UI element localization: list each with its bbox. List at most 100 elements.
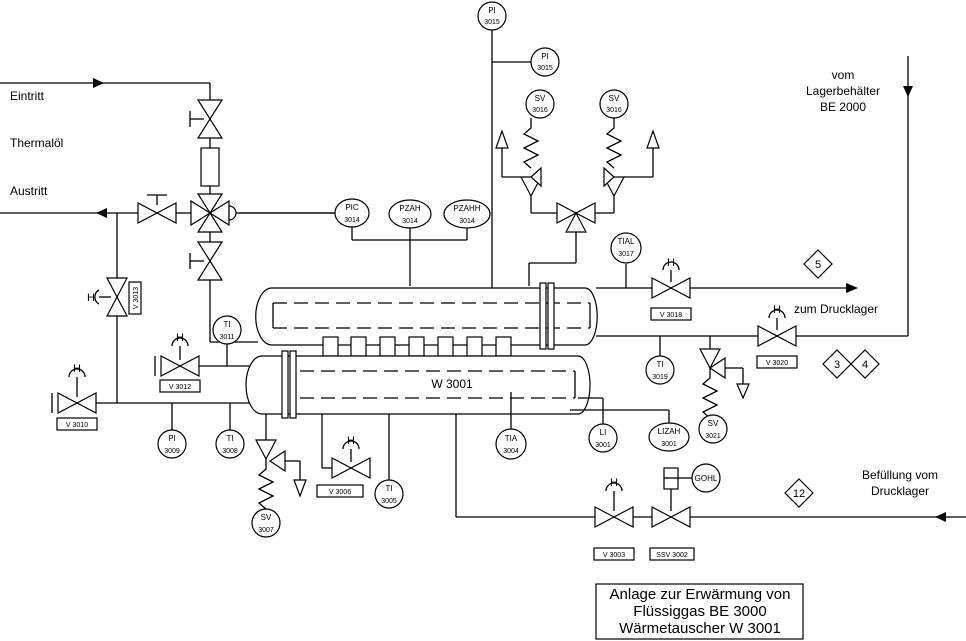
svg-text:GOHL: GOHL <box>695 474 718 483</box>
label-thermaloel: Thermalöl <box>10 136 63 150</box>
instrument-sv-3021: SV 3021 <box>698 414 728 444</box>
svg-text:PZAH: PZAH <box>399 204 421 213</box>
label-zum-drucklager: zum Drucklager <box>794 302 878 316</box>
svg-text:TIAL: TIAL <box>618 237 635 246</box>
svg-text:SSV 3002: SSV 3002 <box>656 552 688 559</box>
svg-text:H: H <box>773 304 781 316</box>
instrument-li-3001: LI 3001 <box>588 423 618 453</box>
connecting-nozzles <box>322 336 512 357</box>
control-valve-3way[interactable] <box>190 193 237 233</box>
svg-text:3001: 3001 <box>595 442 611 449</box>
svg-text:V 3013: V 3013 <box>133 287 140 309</box>
svg-text:BE 2000: BE 2000 <box>820 100 866 114</box>
svg-text:TIA: TIA <box>505 434 518 443</box>
instrument-gohl: GOHL <box>691 463 721 493</box>
svg-text:H: H <box>667 257 675 269</box>
svg-text:3008: 3008 <box>222 448 238 455</box>
valve-sv-changeover[interactable] <box>556 202 596 233</box>
safety-valve-right[interactable] <box>603 118 625 198</box>
svg-text:PI: PI <box>168 434 176 443</box>
safety-valve-3007[interactable] <box>255 439 286 510</box>
exchanger-label: W 3001 <box>431 377 473 391</box>
svg-text:3016: 3016 <box>532 107 548 114</box>
svg-text:H: H <box>73 363 81 375</box>
svg-text:TI: TI <box>223 320 230 329</box>
instrument-ti-3008: TI 3008 <box>215 429 245 459</box>
valve-v3018[interactable]: H V 3018 <box>650 257 692 321</box>
svg-text:3005: 3005 <box>381 498 397 505</box>
svg-text:H: H <box>610 477 618 489</box>
valve-v3012[interactable]: H V 3012 <box>154 332 201 393</box>
safety-valve-left[interactable] <box>520 118 542 198</box>
svg-text:3004: 3004 <box>503 448 519 455</box>
lower-left-lines <box>96 365 966 522</box>
instrument-tial-3017: TIAL 3017 <box>610 232 642 264</box>
svg-text:V 3012: V 3012 <box>169 384 191 391</box>
vent-arrow-3021 <box>736 383 750 400</box>
svg-text:3014: 3014 <box>402 218 418 225</box>
svg-text:3: 3 <box>834 359 840 371</box>
svg-text:TI: TI <box>226 434 233 443</box>
svg-text:3019: 3019 <box>652 374 668 381</box>
valve-ssv3002[interactable]: SSV 3002 <box>649 467 695 561</box>
instrument-sv-3016-right: SV 3016 <box>599 89 629 119</box>
valve-v3020[interactable]: H V 3020 <box>756 304 798 369</box>
vent-arrow-left <box>495 129 509 149</box>
svg-text:Flüssiggas BE 3000: Flüssiggas BE 3000 <box>633 603 766 620</box>
thermal-oil-lines <box>0 78 340 403</box>
instrument-lizah-3001: LIZAH 3001 <box>648 422 690 452</box>
svg-text:V 3010: V 3010 <box>66 422 88 429</box>
valve-thermal-bottom[interactable] <box>189 241 224 281</box>
vent-arrow-right <box>646 129 660 149</box>
svg-text:H: H <box>176 332 184 344</box>
svg-text:3011: 3011 <box>219 334 234 341</box>
svg-text:SV: SV <box>609 94 620 103</box>
valve-thermal-top[interactable] <box>189 99 224 139</box>
valve-v3010[interactable]: H V 3010 <box>51 363 98 431</box>
instrument-sv-3016-left: SV 3016 <box>525 89 555 119</box>
filter-element <box>200 147 220 187</box>
svg-text:3007: 3007 <box>258 527 274 534</box>
svg-text:12: 12 <box>793 488 805 500</box>
product-lines-right <box>596 56 913 384</box>
svg-text:3016: 3016 <box>606 107 622 114</box>
lower-shell <box>245 350 591 419</box>
instrument-ti-3011: TI 3011 <box>212 315 242 366</box>
svg-text:H: H <box>347 435 355 447</box>
svg-text:4: 4 <box>862 359 868 371</box>
svg-text:3015: 3015 <box>484 19 500 26</box>
svg-text:LIZAH: LIZAH <box>658 427 681 436</box>
svg-text:H: H <box>87 292 95 304</box>
svg-text:PI: PI <box>541 52 549 61</box>
instrument-ti-3019: TI 3019 <box>645 355 675 385</box>
svg-text:3014: 3014 <box>344 217 360 224</box>
safety-valve-3021[interactable] <box>699 348 726 419</box>
svg-text:3014: 3014 <box>459 218 475 225</box>
valve-austritt-bypass[interactable] <box>137 194 177 224</box>
svg-text:SV: SV <box>708 419 719 428</box>
connector-3: 3 <box>822 349 852 379</box>
connector-12: 12 <box>784 478 814 508</box>
title-block: Anlage zur Erwärmung von Flüssiggas BE 3… <box>595 583 804 640</box>
connector-4: 4 <box>850 349 880 379</box>
instrument-pi-3009: PI 3009 <box>157 429 187 459</box>
valve-v3003[interactable]: H V 3003 <box>593 477 635 561</box>
instrument-sv-3007: SV 3007 <box>251 508 281 538</box>
safety-valve-group-3016 <box>501 148 654 286</box>
svg-text:Lagerbehälter: Lagerbehälter <box>806 84 880 98</box>
svg-text:V 3006: V 3006 <box>329 489 351 496</box>
svg-text:3017: 3017 <box>618 251 634 258</box>
instrument-pic-3014: PIC 3014 <box>334 198 370 228</box>
svg-text:V 3020: V 3020 <box>766 360 788 367</box>
instrument-pzah-3014: PZAH 3014 <box>388 199 432 229</box>
label-austritt: Austritt <box>10 184 48 198</box>
svg-text:SV: SV <box>535 94 546 103</box>
svg-text:3001: 3001 <box>661 441 677 448</box>
svg-text:vom: vom <box>832 68 855 82</box>
svg-text:PIC: PIC <box>345 203 359 212</box>
valve-v3013[interactable]: H V 3013 <box>87 277 142 317</box>
instrument-pi-3015-top: PI 3015 <box>477 1 507 31</box>
svg-text:Befüllung vom: Befüllung vom <box>862 468 938 482</box>
valve-v3006[interactable]: H V 3006 <box>316 435 371 498</box>
